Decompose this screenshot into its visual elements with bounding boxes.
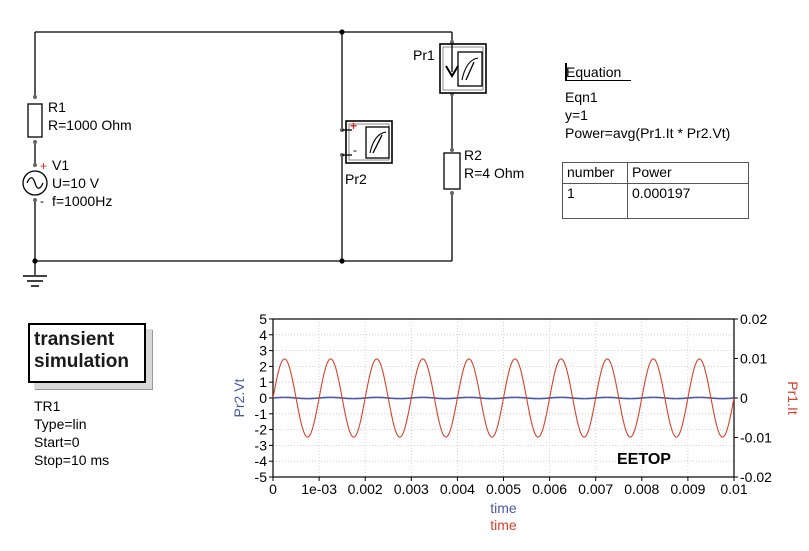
table-row: 1 0.000197 [562,183,749,219]
current-probe-pr1-icon [439,43,487,94]
ac-source-v1-icon [22,170,48,196]
sim-name: TR1 [34,398,61,414]
sim-start: Start=0 [34,434,80,450]
pr2-plus-sign: + [350,119,358,133]
equation-line-1: y=1 [565,107,588,123]
pr2-name: Pr2 [345,171,367,187]
junction-dot [339,29,345,35]
r2-value: R=4 Ohm [464,165,525,181]
sim-box-line-2: simulation [34,351,130,372]
ground-icon [23,275,47,287]
sim-stop: Stop=10 ms [34,452,110,468]
pr2-minus-sign: - [353,143,357,157]
v1-minus-sign: - [40,194,44,208]
r2-name: R2 [464,147,482,163]
sim-box-line-1: transient [34,329,115,350]
voltage-probe-pr2-icon [342,120,393,164]
v1-frequency: f=1000Hz [52,193,113,209]
equation-marker [565,63,567,81]
resistor-r1 [27,103,43,138]
junction-dot [32,258,38,264]
r1-name: R1 [48,99,66,115]
equation-header: Equation [566,64,622,80]
equation-underline [565,80,631,81]
v1-plus-sign: + [40,159,48,173]
watermark: EETOP [617,451,671,468]
table-header-cell: number [562,162,628,184]
sim-type: Type=lin [34,416,87,432]
v1-name: V1 [52,157,70,173]
r1-value: R=1000 Ohm [48,117,132,133]
junction-dot [339,258,345,264]
table-header-row: number Power [562,162,749,184]
resistor-r2 [443,152,461,190]
equation-line-2: Power=avg(Pr1.It * Pr2.Vt) [565,125,731,141]
table-cell: 0.000197 [627,183,749,219]
v1-voltage: U=10 V [52,175,100,191]
result-table: number Power 1 0.000197 [562,162,749,219]
pr1-name: Pr1 [413,47,435,63]
equation-name: Eqn1 [565,89,598,105]
table-cell: 1 [562,183,628,219]
table-header-cell: Power [627,162,749,184]
transient-simulation-block[interactable]: transient simulation [28,323,146,383]
